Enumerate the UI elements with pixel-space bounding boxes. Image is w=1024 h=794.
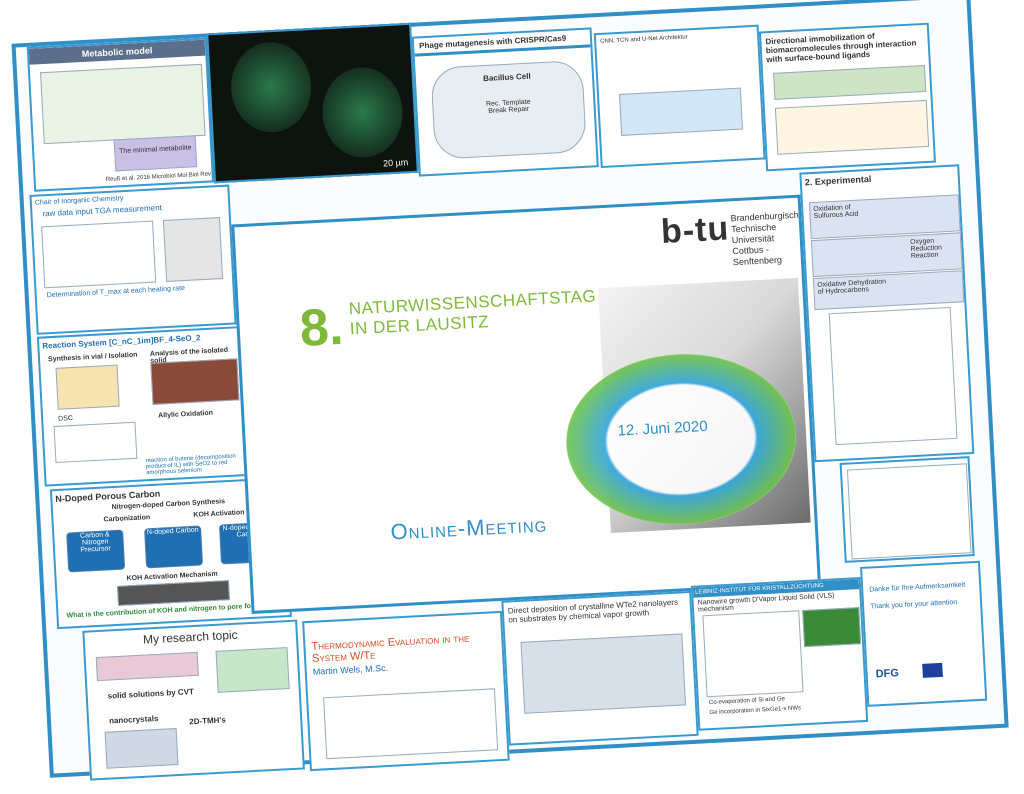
synthesis-label: Synthesis in vial / Isolation (47, 351, 138, 364)
reaction-system-tile: Reaction System [C_nC_1im]BF_4-SeO_2 Syn… (36, 326, 250, 487)
vials-photo (55, 364, 120, 410)
vls-tile: LEIBNIZ-INSTITUT FÜR KRISTALLZÜCHTUNG Na… (690, 577, 869, 731)
immob-flow (773, 64, 927, 100)
nanocrystal-image (104, 728, 179, 769)
metabolic-ref: Reuß et al. 2016 Microbiol Mol Biol Rev (105, 171, 212, 183)
immobilization-tile: Directional immobilization of biomacromo… (758, 22, 936, 172)
research-topic-tile: My research topic solid solutions by CVT… (82, 619, 305, 781)
btu-logo: b-tu (660, 209, 731, 251)
temperature-plot (846, 463, 972, 560)
eu-flag-icon (922, 662, 943, 678)
microscopy-tile: 20 µm (206, 22, 419, 184)
btu-university-name: Brandenburgische Technische Universität … (730, 209, 804, 268)
thermo-plot (323, 688, 499, 760)
cvt-label: solid solutions by CVT (107, 687, 195, 701)
reaction-note: reaction of butene (decomposition produc… (145, 453, 236, 477)
tmh-label: 2D-TMH's (189, 715, 227, 727)
online-meeting-label: Online-Meeting (389, 511, 548, 545)
graphene-layers (117, 580, 230, 606)
cell-nucleus-2 (320, 65, 405, 160)
bacillus-label: Bacillus Cell (482, 71, 531, 84)
sem-image (150, 358, 240, 405)
tga-tile: Chair of Inorganic Chemistry raw data in… (29, 184, 237, 335)
tga-plot (41, 220, 157, 289)
thanks-en: Thank you for your attention (869, 599, 958, 611)
vls-chamber (702, 610, 804, 698)
sulfurous-label: Oxidation of Sulfurous Acid (813, 204, 859, 220)
metabolic-box: The minimal metabolite (113, 135, 198, 172)
periodic-table-mcl (215, 647, 290, 693)
precursor-box: Carbon & Nitrogen Precursor (66, 529, 126, 573)
crispr-tile: Phage mutagenesis with CRISPR/Cas9 Bacil… (411, 27, 599, 177)
metabolic-diagram (40, 63, 206, 145)
experimental-tile: 2. Experimental Oxidation of Sulfurous A… (799, 164, 975, 463)
thermodynamic-tile: Thermodynamic Evaluation in the System W… (302, 610, 510, 772)
event-number: 8. (298, 297, 345, 358)
vls-micrograph (802, 607, 862, 648)
tga-instrument (162, 217, 224, 282)
immob-title: Directional immobilization of biomacromo… (765, 31, 917, 65)
ndoped-carbon-box: N-doped Carbon (144, 525, 204, 569)
odh-label: Oxidative Dehydration of Hydrocarbons (817, 278, 887, 296)
odh-row: Oxidative Dehydration of Hydrocarbons (812, 270, 965, 311)
cnn-diagram (618, 87, 744, 136)
dsc-label: DSC (58, 415, 74, 423)
orr-row: Oxygen Reduction Reaction (810, 232, 963, 278)
cell-nucleus-1 (228, 40, 314, 135)
wte2-tile: Direct deposition of crystalline WTe2 na… (501, 590, 699, 746)
bacillus-cell: Bacillus Cell Rec. Template Break Repair (430, 59, 587, 160)
metabolic-model-tile: Metabolic model The minimal metabolite R… (26, 37, 215, 192)
cnn-tile: CNN, TCN and U-Net Architektur (593, 24, 766, 169)
nanocrystals-label: nanocrystals (108, 713, 159, 726)
title-slide: b-tu Brandenburgische Technische Univers… (231, 194, 821, 614)
reaction-network-diagram (828, 306, 958, 446)
dsc-plot (53, 421, 138, 463)
orr-label: Oxygen Reduction Reaction (909, 237, 943, 260)
vls-note1: Co-evaporation of Si and Ge (708, 696, 786, 707)
immob-figure (774, 99, 930, 155)
event-title: NATURWISSENSCHAFTSTAG IN DER LAUSITZ (348, 286, 597, 339)
carbon-question: What is the contribution of KOH and nitr… (66, 601, 282, 620)
carbonization-label: Carbonization (103, 514, 151, 524)
scale-bar-label: 20 µm (382, 157, 409, 169)
wte2-title: Direct deposition of crystalline WTe2 na… (507, 597, 679, 625)
sulfurous-row: Oxidation of Sulfurous Acid (808, 194, 961, 240)
thanks-tile: Danke für Ihre Aufmerksamkeit Thank you … (860, 560, 988, 707)
wte2-figure (520, 633, 687, 714)
metabolic-box-label: The minimal metabolite (118, 144, 192, 156)
vls-note2: Ge incorporation in SixGe1-x NWs (709, 705, 802, 717)
crystals-row (95, 651, 199, 682)
dfg-logo: DFG (875, 667, 900, 681)
koh-activation-label: KOH Activation (193, 509, 245, 519)
allylic-label: Allylic Oxidation (158, 409, 214, 420)
temperature-plot-tile (839, 456, 975, 563)
